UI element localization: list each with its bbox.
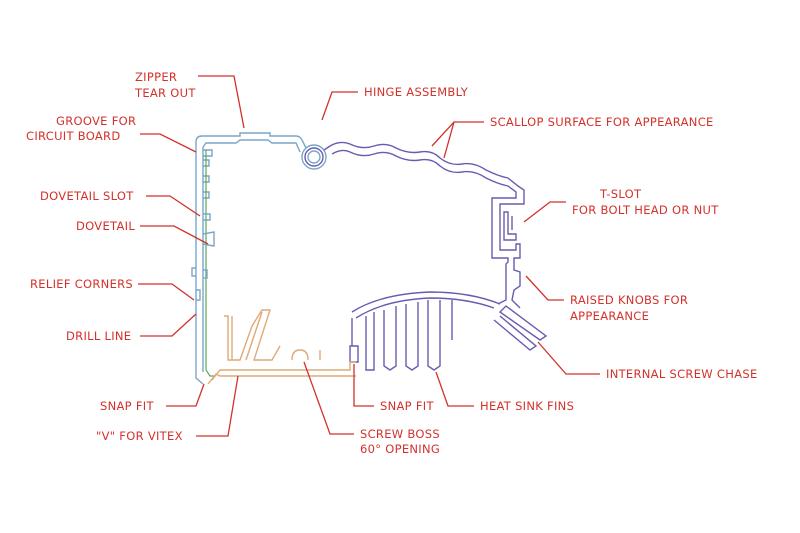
leader-dovetail [140, 225, 209, 245]
groove-notches [203, 149, 213, 199]
housing-outline [323, 141, 525, 309]
label-screw-boss-1: SCREW BOSS [360, 427, 440, 441]
leader-vitex [196, 375, 239, 437]
label-dovetail-slot: DOVETAIL SLOT [40, 189, 134, 203]
leader-screw-chase [537, 341, 600, 375]
leader-groove [140, 133, 197, 153]
label-dovetail: DOVETAIL [76, 219, 135, 233]
label-raised-2: APPEARANCE [570, 309, 649, 323]
label-scallop-surface: SCALLOP SURFACE FOR APPEARANCE [490, 115, 714, 129]
leader-snap-left [166, 383, 205, 407]
extrusion-profile [191, 132, 548, 385]
lid-outline [195, 132, 307, 385]
leader-tslot [523, 201, 566, 223]
leader-raised [525, 275, 564, 301]
leader-lines [138, 75, 600, 437]
leader-hinge [321, 91, 358, 121]
label-relief-corners: RELIEF CORNERS [30, 277, 133, 291]
label-zipper-1: ZIPPER [135, 70, 177, 84]
leader-relief [138, 283, 195, 301]
leader-zipper [198, 75, 245, 129]
label-zipper-2: TEAR OUT [134, 86, 196, 100]
label-snap-fit-left: SNAP FIT [100, 399, 154, 413]
leader-scallop-b [443, 121, 455, 159]
callout-labels: ZIPPER TEAR OUT HINGE ASSEMBLY SCALLOP S… [26, 70, 758, 456]
heat-sink-base [351, 291, 501, 319]
label-internal-screw-chase: INTERNAL SCREW CHASE [606, 367, 758, 381]
label-raised-1: RAISED KNOBS FOR [570, 293, 688, 307]
hinge-assembly [301, 144, 327, 170]
label-heat-sink-fins: HEAT SINK FINS [480, 399, 574, 413]
internal-screw-chase [493, 305, 548, 351]
label-tslot-1: T-SLOT [599, 187, 642, 201]
label-hinge-assembly: HINGE ASSEMBLY [364, 85, 469, 99]
bottom-plate [207, 309, 356, 385]
snap-fit-right [349, 318, 359, 363]
leader-drill [140, 313, 197, 337]
dovetail-features [191, 213, 215, 301]
label-screw-boss-2: 60° OPENING [360, 442, 440, 456]
leader-dovetail-slot [146, 195, 201, 217]
leader-heat-sink [435, 371, 474, 407]
leader-scallop-a [431, 121, 484, 147]
label-snap-fit-right: SNAP FIT [380, 399, 434, 413]
label-v-for-vitex: "V" FOR VITEX [96, 429, 183, 443]
label-groove-1: GROOVE FOR [56, 114, 136, 128]
label-drill-line: DRILL LINE [66, 329, 131, 343]
heat-sink-fins [365, 300, 453, 371]
label-tslot-2: FOR BOLT HEAD OR NUT [572, 203, 719, 217]
label-groove-2: CIRCUIT BOARD [26, 129, 121, 143]
t-slot [503, 211, 517, 241]
leader-snap-right [353, 364, 374, 407]
leader-screw-boss [303, 361, 354, 435]
inner-lining [205, 150, 214, 377]
